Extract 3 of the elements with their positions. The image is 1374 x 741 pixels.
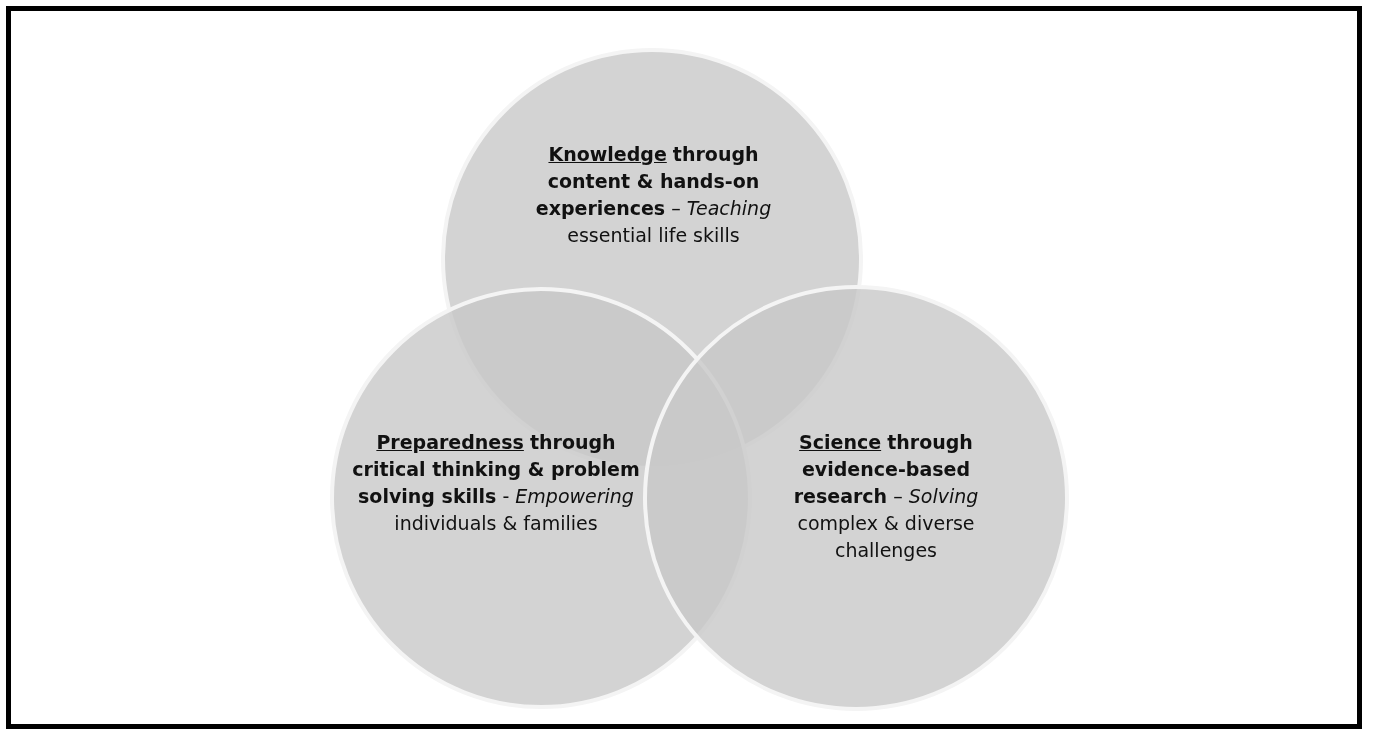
circle-label: Science through evidence-based research – Solving complex & diverse challenges: [792, 430, 980, 563]
circle-label: Knowledge through content & hands-on experiences – Teaching essential life skills: [534, 142, 773, 248]
circle-label: Preparedness through critical thinking & problem solving skills - Empowering individuals & families: [351, 430, 641, 536]
